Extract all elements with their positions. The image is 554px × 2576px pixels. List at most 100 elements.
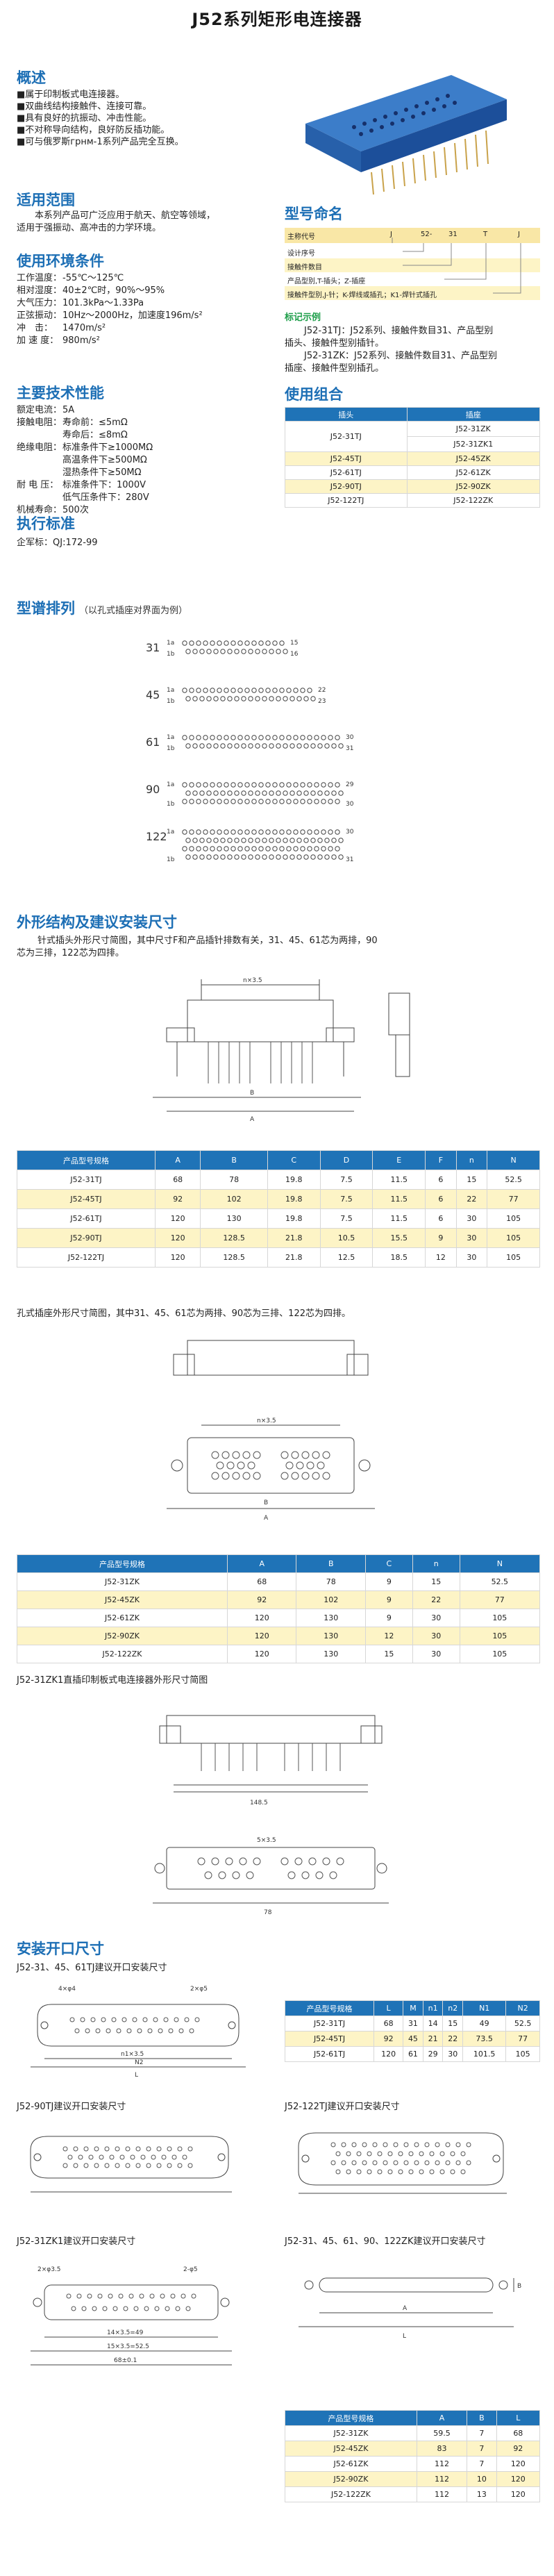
dim-label: 78 [264, 1909, 272, 1916]
table-cell: 30 [455, 1247, 488, 1268]
pin-hole [317, 854, 323, 860]
table-col-header: N2 [505, 2000, 540, 2016]
pin-hole [189, 782, 194, 788]
pin-hole [224, 782, 229, 788]
table-cell: 112 [416, 2486, 468, 2502]
pin-hole [203, 688, 208, 693]
combo-cell: J52-61TJ [285, 465, 408, 480]
table-cell: 59.5 [416, 2425, 468, 2441]
pin-layout-heading: 型谱排列（以孔式插座对界面为例） [17, 597, 187, 618]
dim-label: 2×φ3.5 [37, 2266, 61, 2273]
pin-hole [241, 743, 246, 749]
table-cell: 13 [467, 2486, 497, 2502]
pin-hole [293, 846, 299, 851]
install-heading: 安装开口尺寸 [17, 1941, 104, 1957]
table-cell: J52-90ZK [17, 1627, 228, 1645]
dim-label: A [403, 2305, 408, 2312]
pin-hole [276, 743, 281, 749]
pin-hole [220, 743, 226, 749]
pin-hole [258, 735, 264, 740]
pin-hole [203, 782, 208, 788]
dim-label: 14×3.5=49 [107, 2329, 144, 2336]
pin-hole [220, 790, 226, 796]
pin-label: 1b [167, 745, 175, 752]
table-col-header: L [496, 2410, 541, 2426]
pin-hole [269, 790, 274, 796]
dim-label: 2×φ5 [190, 1986, 208, 1993]
pin-hole [300, 735, 305, 740]
pin-hole [300, 688, 305, 693]
pin-hole [248, 649, 253, 654]
spec-val: 5A [62, 405, 75, 415]
pin-hole [279, 640, 285, 646]
env-key: 冲 击： [17, 323, 53, 333]
pin-hole [182, 846, 187, 851]
pin-hole [217, 735, 222, 740]
spec-key: 机械寿命： [17, 505, 62, 515]
table-cell: 105 [487, 1208, 540, 1229]
table-cell: 18.5 [372, 1247, 426, 1268]
pin-hole [224, 688, 229, 693]
pin-label: 1a [167, 640, 174, 647]
pin-hole [307, 799, 312, 804]
env-key: 正弦振动： [17, 310, 62, 321]
table-cell: 101.5 [462, 2046, 507, 2062]
pin-hole [244, 735, 250, 740]
table-cell: 105 [487, 1228, 540, 1248]
naming-cell: J [390, 231, 392, 238]
pin-hole [220, 838, 226, 843]
dim-label: B [517, 2283, 521, 2290]
pin-hole [310, 743, 316, 749]
spec-key: 接触电阻： [17, 417, 62, 428]
table-col-header: N [487, 1150, 540, 1170]
table-cell: J52-122ZK [285, 2486, 417, 2502]
outline-desc-line: 针式插头外形尺寸简图，其中尺寸F和产品插针排数有关，31、45、61芯为两排，9… [37, 936, 378, 946]
pin-hole [230, 829, 236, 835]
page-title: J52系列矩形电连接器 [192, 10, 362, 29]
pin-hole [338, 790, 344, 796]
pin-hole [182, 829, 187, 835]
pin-hole [269, 649, 274, 654]
combo-cell: J52-90TJ [285, 479, 408, 494]
pin-hole [192, 649, 198, 654]
table-cell: 112 [416, 2471, 468, 2487]
table-cell: 52.5 [487, 1170, 540, 1190]
pin-hole [192, 838, 198, 843]
table-col-header: B [200, 1150, 268, 1170]
pin-hole [227, 696, 233, 701]
pin-hole [213, 854, 219, 860]
pin-hole [213, 649, 219, 654]
pin-hole [328, 829, 333, 835]
table-cell: J52-122ZK [17, 1645, 228, 1663]
pin-hole [237, 782, 243, 788]
pin-hole [296, 838, 302, 843]
table-cell: 105 [459, 1609, 541, 1627]
table-cell: 14 [422, 2016, 444, 2031]
combo-cell: J52-90ZK [406, 479, 541, 494]
pin-hole [314, 829, 319, 835]
pin-hole [213, 790, 219, 796]
pin-label: 1a [167, 687, 174, 694]
pin-label: 29 [346, 781, 354, 788]
pin-hole [248, 743, 253, 749]
example-heading: 标记示例 [285, 313, 321, 323]
table-cell: 49 [462, 2016, 507, 2031]
outline-heading: 外形结构及建议安装尺寸 [17, 914, 177, 931]
table-cell: 105 [487, 1247, 540, 1268]
pin-hole [276, 649, 281, 654]
pin-hole [283, 743, 288, 749]
pin-hole [213, 696, 219, 701]
pin-hole [220, 696, 226, 701]
dim-label: B [264, 1499, 268, 1506]
pin-hole [185, 838, 191, 843]
table-cell: 120 [496, 2471, 541, 2487]
pin-hole [199, 649, 205, 654]
pin-hole [234, 790, 240, 796]
pin-hole [300, 846, 305, 851]
